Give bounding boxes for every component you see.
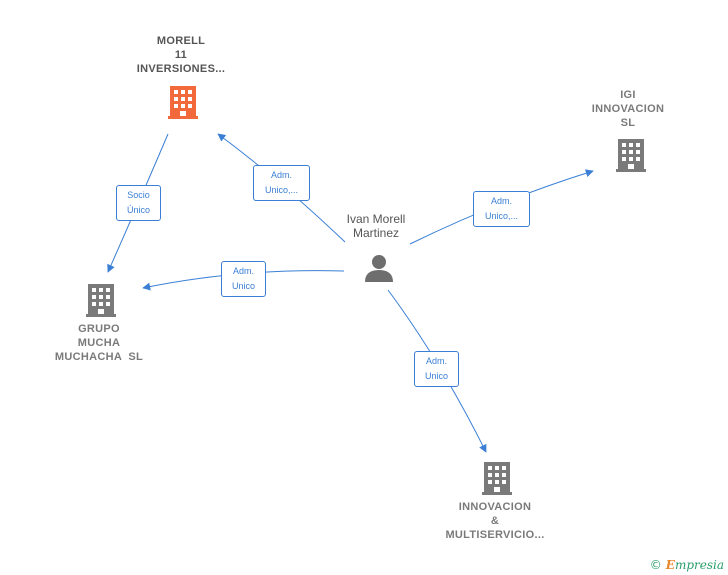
edge-label-adm-morell[interactable]: Adm. Unico,... (253, 165, 310, 201)
person-icon[interactable] (365, 255, 393, 282)
node-grupo-label[interactable]: GRUPO MUCHA MUCHACHA SL (54, 323, 144, 363)
edge-label-adm-innov[interactable]: Adm. Unico (414, 351, 459, 387)
person-label[interactable]: Ivan Morell Martinez (346, 212, 406, 240)
edge-label-socio[interactable]: Socio Único (116, 185, 161, 221)
copyright-icon: © (649, 558, 662, 572)
building-icon[interactable] (616, 139, 646, 172)
building-icon[interactable] (168, 86, 198, 119)
brand-initial: E (665, 558, 675, 572)
brand-name: mpresia (674, 558, 724, 572)
node-igi-label[interactable]: IGI INNOVACION SL (591, 89, 665, 129)
brand-footer[interactable]: ©Empresia (650, 558, 724, 572)
building-icon[interactable] (482, 462, 512, 495)
edge-label-adm-grupo[interactable]: Adm. Unico (221, 261, 266, 297)
node-morell-label[interactable]: MORELL 11 INVERSIONES... (136, 35, 226, 75)
node-innovacion-label[interactable]: INNOVACION & MULTISERVICIO... (445, 501, 545, 541)
building-icon[interactable] (86, 284, 116, 317)
edge-label-adm-igi[interactable]: Adm. Unico,... (473, 191, 530, 227)
edges (107, 133, 594, 453)
